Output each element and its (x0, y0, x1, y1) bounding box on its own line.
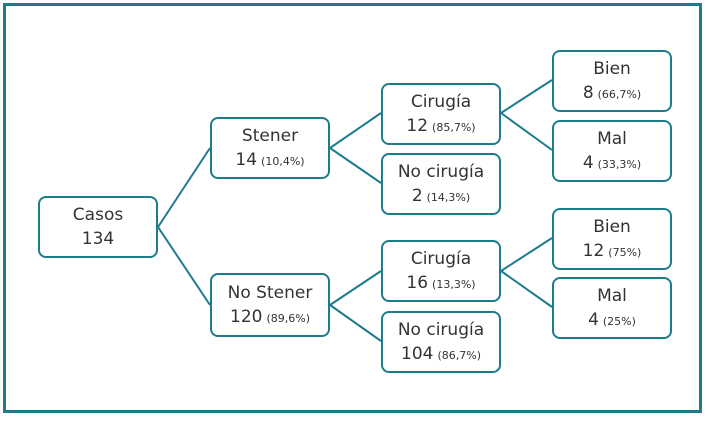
connector-root-no-stener (157, 226, 211, 306)
node-count: 134 (81, 228, 115, 249)
node-label: No Stener (227, 283, 313, 304)
node-stener-cirugia: Cirugía 12(85,7%) (381, 83, 501, 145)
node-label: Bien (593, 217, 631, 238)
node-stener-no-cirugia: No cirugía 2(14,3%) (381, 153, 501, 215)
node-count: 16 (406, 272, 429, 293)
node-ns-mal: Mal 4(25%) (552, 277, 672, 339)
node-ns-no-cirugia: No cirugía 104(86,7%) (381, 311, 501, 373)
node-label: Mal (597, 286, 627, 307)
node-s-mal: Mal 4(33,3%) (552, 120, 672, 182)
node-count: 12 (582, 240, 605, 261)
node-count: 4 (588, 309, 599, 330)
connector-ns-cirugia (329, 270, 382, 306)
node-count: 104 (401, 343, 434, 364)
node-label: Cirugía (410, 92, 472, 113)
node-s-bien: Bien 8(66,7%) (552, 50, 672, 112)
node-count: 8 (582, 82, 594, 103)
node-ns-bien: Bien 12(75%) (552, 208, 672, 270)
node-label: No cirugía (397, 320, 485, 341)
node-percent: (75%) (608, 245, 642, 259)
node-percent: (14,3%) (426, 190, 471, 204)
node-percent: (13,3%) (432, 277, 476, 291)
connector-stener-cirugia (329, 112, 382, 149)
connector-stener-no-cirugia (329, 147, 382, 184)
node-percent: (33,3%) (597, 157, 642, 171)
node-stener: Stener 14(10,4%) (210, 117, 330, 179)
node-percent: (89,6%) (266, 311, 310, 325)
node-count: 120 (230, 306, 263, 327)
node-label: Casos (72, 205, 124, 226)
node-percent: (66,7%) (597, 87, 642, 101)
node-no-stener: No Stener 120(89,6%) (210, 273, 330, 337)
node-label: No cirugía (397, 162, 485, 183)
node-count: 2 (411, 185, 423, 206)
node-count: 12 (406, 115, 429, 136)
node-casos: Casos 134 (38, 196, 158, 258)
node-percent: (10,4%) (261, 154, 305, 168)
node-label: Bien (593, 59, 631, 80)
node-percent: (25%) (602, 314, 636, 328)
node-percent: (85,7%) (432, 120, 476, 134)
diagram-frame (3, 3, 702, 413)
node-ns-cirugia: Cirugía 16(13,3%) (381, 240, 501, 302)
node-label: Cirugía (410, 249, 472, 270)
connector-root-stener (157, 147, 211, 228)
connector-ns-cirugia-bien (500, 237, 553, 272)
node-count: 14 (235, 149, 258, 170)
node-label: Mal (597, 129, 627, 150)
connector-ns-cirugia-mal (500, 270, 553, 308)
node-label: Stener (241, 126, 299, 147)
node-percent: (86,7%) (437, 348, 481, 362)
connector-s-cirugia-mal (500, 112, 553, 151)
node-count: 4 (582, 152, 594, 173)
connector-ns-no-cirugia (329, 304, 382, 342)
connector-s-cirugia-bien (500, 79, 553, 114)
